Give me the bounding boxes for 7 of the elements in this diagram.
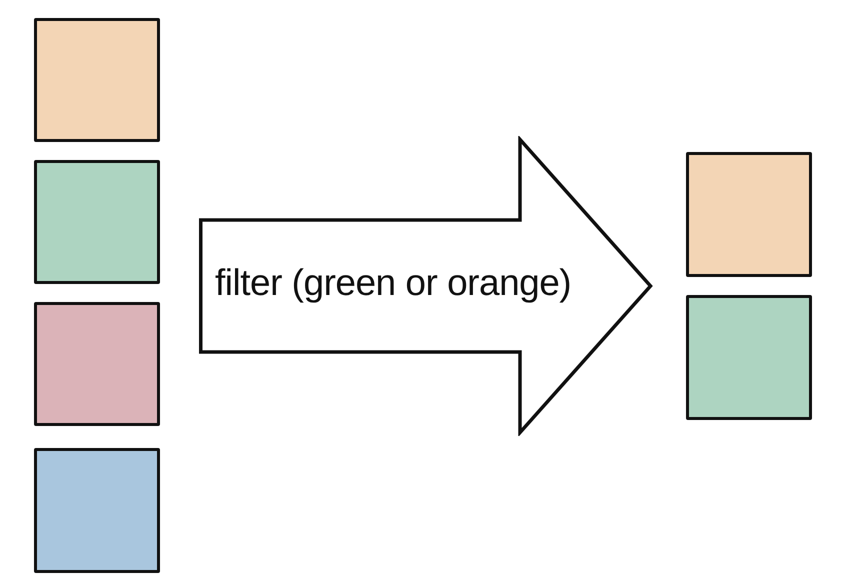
square [34, 18, 160, 142]
square [34, 160, 160, 284]
square [686, 295, 812, 420]
square [34, 448, 160, 573]
arrow-label: filter (green or orange) [215, 263, 572, 304]
square [34, 302, 160, 426]
square [686, 152, 812, 277]
